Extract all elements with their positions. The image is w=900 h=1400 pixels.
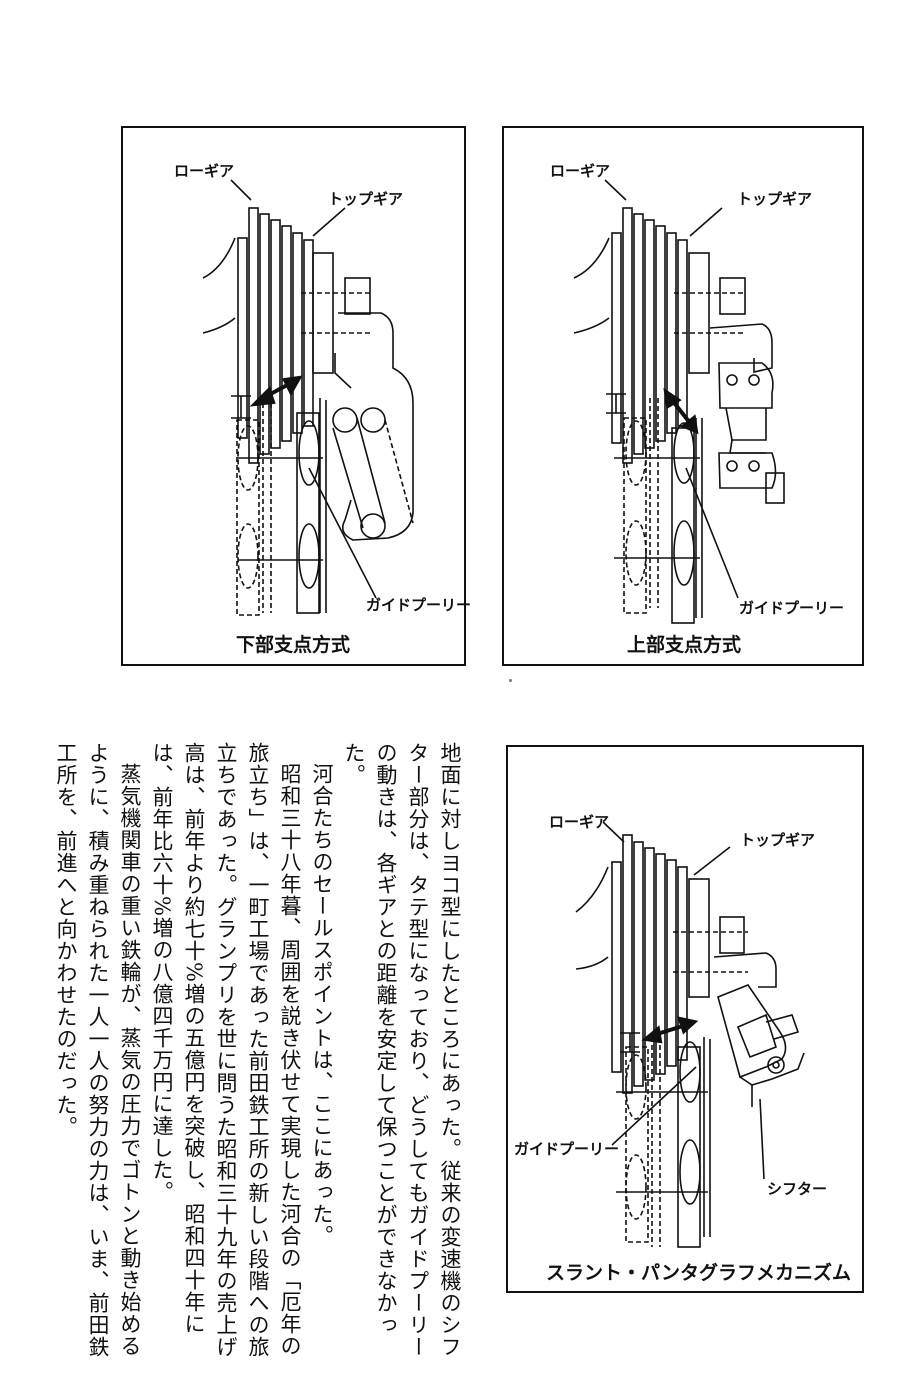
figure-caption: スラント・パンタグラフメカニズム xyxy=(546,1262,851,1284)
body-paragraph: 地面に対しヨコ型にしたところにあった。従来の変速機のシフター部分は、タテ型になっ… xyxy=(342,742,462,1358)
figure-upper-pivot: ローギア トップギア ガイドプーリー 上部支点方式 xyxy=(502,126,864,666)
low-gear-label: ローギア xyxy=(174,162,235,180)
figure-slant-pantograph: ローギア トップギア ガイドプーリー シフター スラント・パンタグラフメカニズム xyxy=(506,745,864,1293)
low-gear-label: ローギア xyxy=(549,813,610,831)
body-paragraph: 昭和三十八年暮、周囲を説き伏せて実現した河合の「厄年の旅立ち」は、一町工場であっ… xyxy=(150,742,302,1358)
figure-caption: 上部支点方式 xyxy=(627,634,742,656)
low-gear-label: ローギア xyxy=(550,162,611,180)
top-gear-label: トップギア xyxy=(740,831,816,849)
upper-pivot-diagram xyxy=(573,179,785,624)
body-paragraph: 河合たちのセールスポイントは、ここにあった。 xyxy=(310,763,334,1247)
slant-pantograph-diagram xyxy=(575,821,805,1248)
figure-caption: 下部支点方式 xyxy=(236,634,351,656)
body-text: 地面に対しヨコ型にしたところにあった。従来の変速機のシフター部分は、タテ型になっ… xyxy=(26,742,466,1362)
top-gear-label: トップギア xyxy=(737,190,813,208)
body-paragraph: 蒸気機関車の重い鉄輪が、蒸気の圧力でゴトンと動き始めるように、積み重ねられた一人… xyxy=(54,742,142,1358)
guide-pulley-label: ガイドプーリー xyxy=(366,596,472,614)
shifter-label: シフター xyxy=(767,1180,828,1198)
figure-lower-pivot: ローギア トップギア ガイドプーリー 下部支点方式 xyxy=(121,126,471,666)
top-gear-label: トップギア xyxy=(328,190,404,208)
guide-pulley-label: ガイドプーリー xyxy=(514,1140,620,1158)
lower-pivot-diagram xyxy=(202,179,414,616)
guide-pulley-label: ガイドプーリー xyxy=(739,599,845,617)
speck xyxy=(509,679,512,682)
